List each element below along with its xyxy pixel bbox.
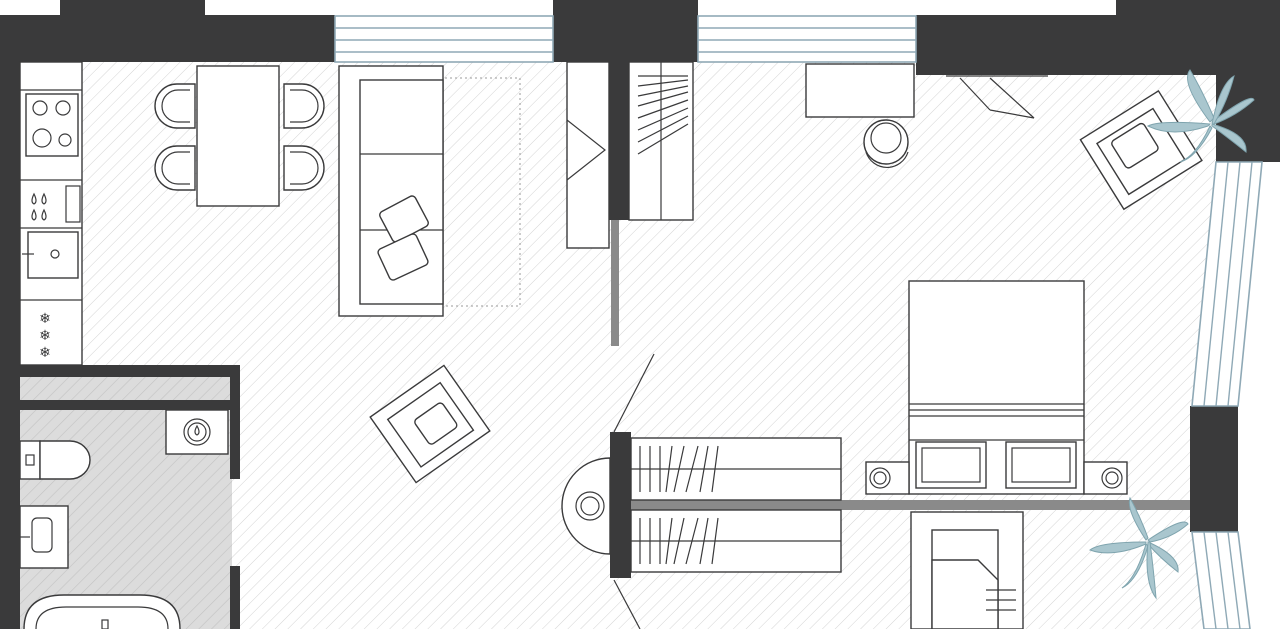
pillow-icon bbox=[377, 195, 429, 281]
drops-icon bbox=[31, 185, 81, 223]
nightstands bbox=[865, 461, 1128, 495]
stove-icon bbox=[25, 93, 79, 157]
desk-chair bbox=[863, 119, 909, 168]
wardrobe-bedroom bbox=[630, 437, 842, 573]
snowflake-icon: ❄ ❄ ❄ bbox=[39, 311, 51, 361]
plant-icon bbox=[1088, 496, 1189, 600]
dining-table bbox=[196, 65, 280, 207]
plant-icon bbox=[1146, 69, 1255, 163]
armchair-living bbox=[369, 364, 491, 484]
window-right-upper bbox=[1191, 161, 1263, 407]
bedroom-armchair bbox=[910, 511, 1024, 629]
desk bbox=[805, 63, 915, 118]
bedroom-partition bbox=[610, 432, 1190, 578]
svg-text:❄: ❄ bbox=[39, 311, 51, 327]
bathroom-sink bbox=[19, 505, 69, 569]
toilet bbox=[19, 440, 91, 480]
svg-text:❄: ❄ bbox=[39, 328, 51, 344]
partition-wardrobe bbox=[566, 61, 694, 346]
round-table bbox=[561, 457, 611, 555]
dining-chairs bbox=[154, 83, 325, 191]
bathtub bbox=[23, 594, 181, 629]
window-top-right bbox=[697, 15, 917, 63]
window-top-left bbox=[334, 15, 554, 63]
bed bbox=[908, 280, 1085, 495]
floor-lamp bbox=[946, 75, 1048, 119]
door-swings bbox=[613, 353, 655, 629]
svg-text:❄: ❄ bbox=[39, 345, 51, 361]
window-right-lower bbox=[1191, 531, 1251, 629]
bathroom-walls bbox=[20, 365, 240, 629]
sink-icon bbox=[22, 231, 79, 279]
drain-icon bbox=[165, 409, 229, 455]
